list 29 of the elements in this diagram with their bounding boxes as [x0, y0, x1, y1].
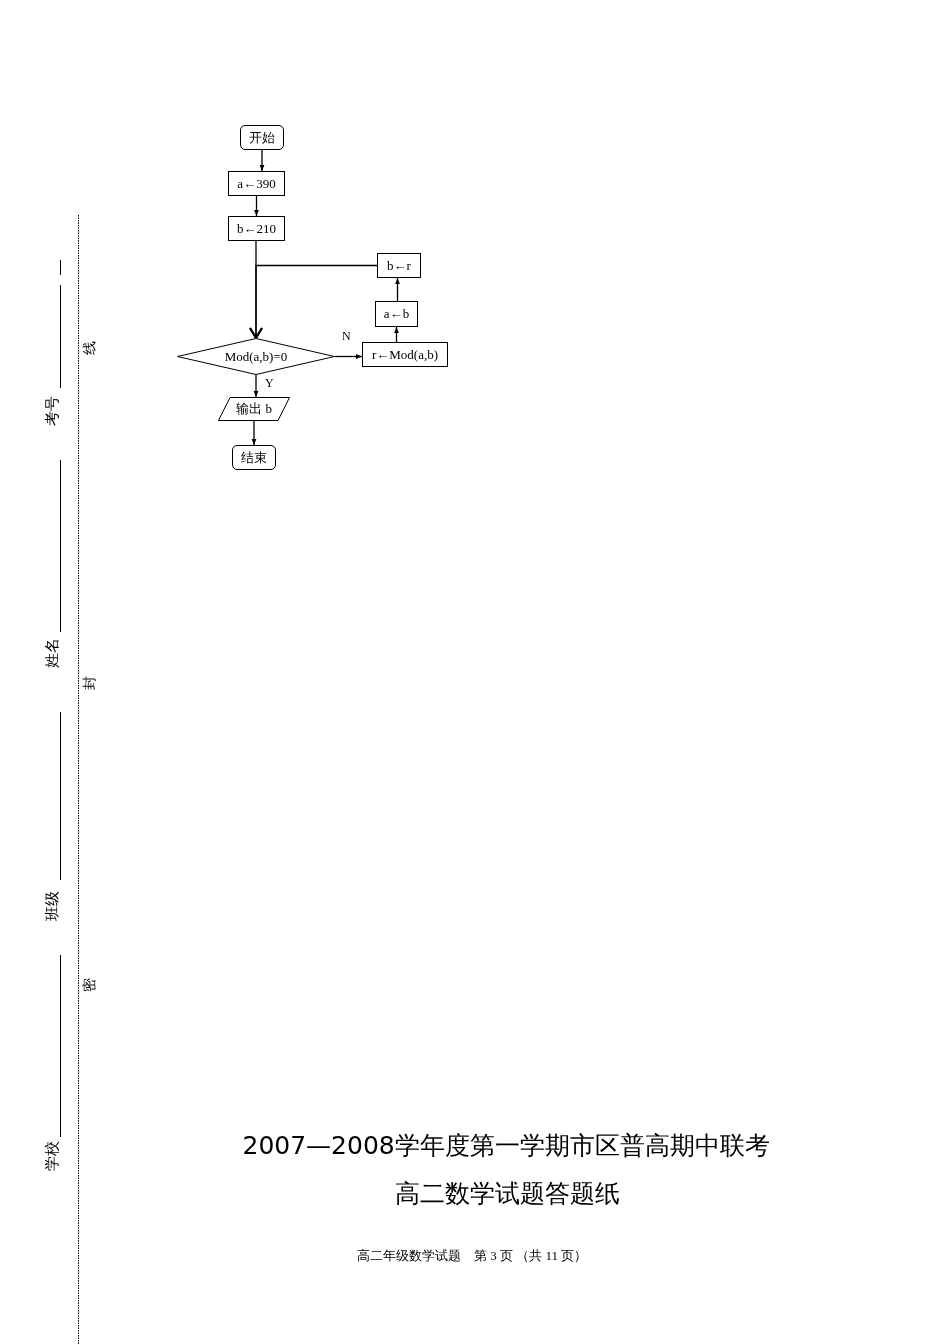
arrow — [395, 277, 400, 302]
field-label: 考号 — [42, 395, 61, 425]
arrow — [254, 195, 259, 217]
arrow — [334, 354, 363, 359]
arrow — [249, 264, 378, 339]
process-box: a←b — [375, 301, 418, 327]
arrow — [251, 420, 257, 446]
margin-label: 线 — [81, 341, 98, 355]
node-text: 输出 b — [236, 400, 272, 418]
field-label: 学校 — [42, 1140, 61, 1170]
title: 2007—2008学年度第一学期市区普高期中联考 — [242, 1129, 770, 1162]
field-label: 班级 — [42, 890, 61, 920]
terminal-box: 结束 — [232, 445, 276, 470]
node-text: Mod(a,b)=0 — [224, 348, 288, 365]
process-box: b←210 — [228, 216, 285, 241]
process-box: b←r — [377, 253, 421, 278]
subtitle: 高二数学试题答题纸 — [394, 1177, 620, 1210]
arrow — [394, 326, 399, 343]
arrow — [253, 374, 259, 398]
page-footer: 高二年级数学试题 第 3 页 （共 11 页） — [357, 1247, 588, 1265]
process-box: r←Mod(a,b) — [362, 342, 448, 367]
process-box: a←390 — [228, 171, 285, 196]
output-parallelogram — [218, 397, 290, 421]
margin-label: 密 — [81, 978, 98, 992]
decision-diamond — [177, 338, 335, 375]
field-label: 姓名 — [42, 637, 61, 667]
margin-label: 封 — [81, 676, 98, 690]
terminal-box: 开始 — [240, 125, 284, 150]
arrow — [259, 149, 265, 172]
